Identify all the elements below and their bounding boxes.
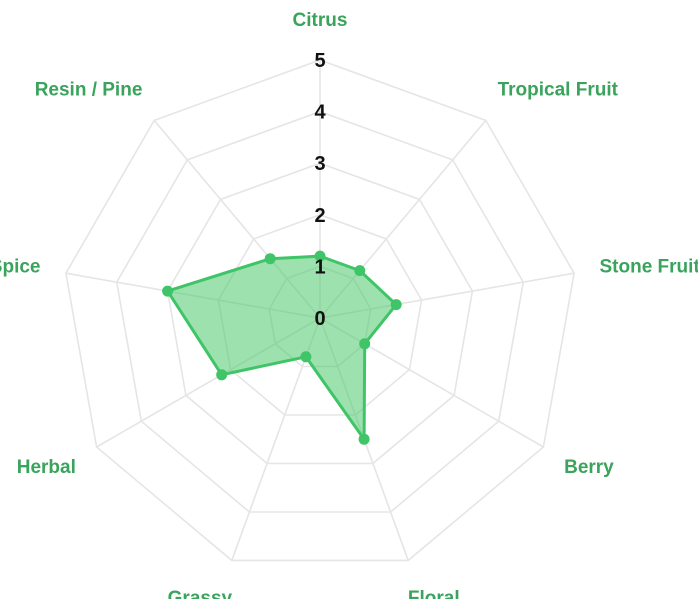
- tick-label-4: 4: [314, 102, 326, 124]
- tick-label-3: 3: [314, 153, 325, 175]
- axis-label-2: Tropical Fruit: [498, 80, 619, 101]
- axis-label-4: Berry: [564, 457, 614, 478]
- data-point-3[interactable]: [390, 299, 402, 311]
- data-point-5[interactable]: [358, 433, 370, 445]
- data-point-7[interactable]: [216, 369, 228, 381]
- grid-ring-3: [166, 162, 474, 465]
- axis-label-7: Herbal: [17, 457, 76, 478]
- axis-label-1: Citrus: [293, 10, 348, 31]
- data-point-6[interactable]: [300, 351, 312, 363]
- tick-label-1: 1: [314, 256, 325, 278]
- radar-series: [162, 250, 402, 445]
- data-point-2[interactable]: [354, 265, 366, 277]
- axis-label-3: Stone Fruit: [600, 256, 698, 277]
- data-point-9[interactable]: [264, 253, 276, 265]
- grid-ring-5: [65, 59, 575, 562]
- axis-label-8: Spice: [0, 256, 41, 277]
- tick-label-0: 0: [314, 308, 325, 330]
- tick-label-2: 2: [314, 205, 325, 227]
- axis-label-5: Floral: [408, 588, 460, 599]
- data-point-4[interactable]: [359, 338, 371, 350]
- series-area: [166, 254, 398, 441]
- data-point-1[interactable]: [314, 250, 326, 262]
- grid-ring-4: [115, 110, 525, 513]
- radar-tick-labels: 0 1 2 3 4 5: [314, 50, 326, 330]
- axis-label-6: Grassy: [168, 588, 233, 599]
- axis-label-9: Resin / Pine: [35, 80, 143, 101]
- tick-label-5: 5: [314, 50, 325, 72]
- data-point-8[interactable]: [162, 285, 174, 297]
